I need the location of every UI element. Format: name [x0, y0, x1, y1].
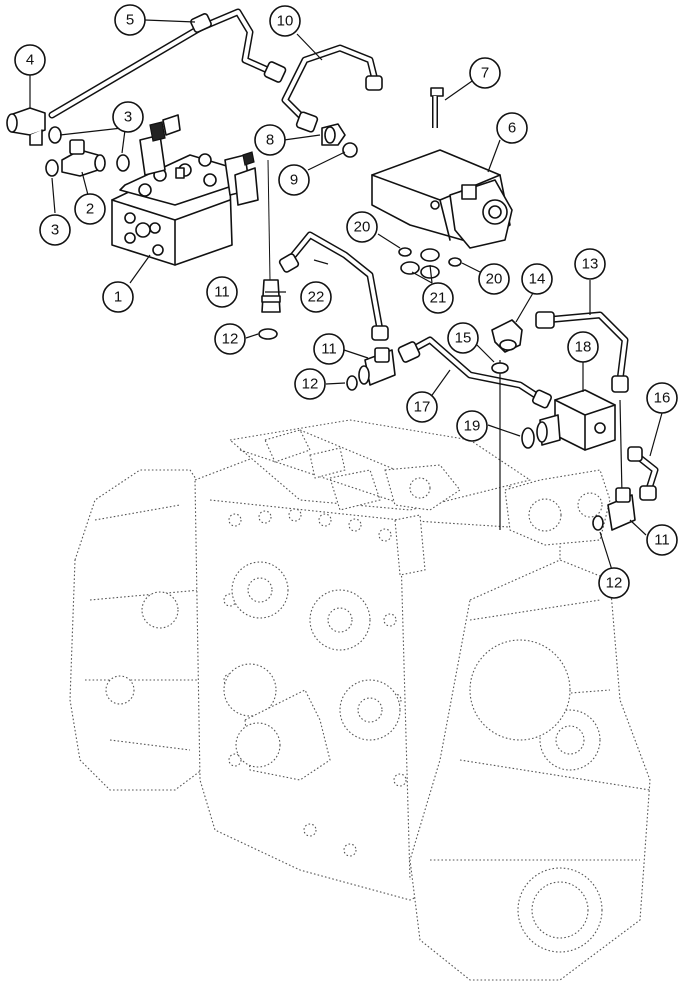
callout-22: 22 — [300, 281, 332, 313]
callout-19: 19 — [456, 410, 488, 442]
svg-text:21: 21 — [430, 290, 447, 307]
o-ring-12a — [258, 328, 278, 340]
callout-10: 10 — [269, 5, 301, 37]
svg-text:6: 6 — [508, 120, 516, 137]
svg-text:5: 5 — [126, 12, 134, 29]
fitting-8 — [321, 123, 346, 146]
svg-text:20: 20 — [486, 271, 503, 288]
tube-10 — [281, 44, 383, 133]
tube-22 — [278, 231, 389, 341]
tee-fitting-2 — [61, 139, 106, 177]
callout-9: 9 — [278, 164, 310, 196]
callout-12-right: 12 — [598, 567, 630, 599]
o-ring-21b — [420, 248, 440, 262]
callout-11-right: 11 — [646, 524, 678, 556]
svg-text:15: 15 — [455, 330, 472, 347]
o-ring-15 — [491, 362, 509, 374]
elbow-14 — [491, 319, 523, 530]
callout-21: 21 — [422, 282, 454, 314]
valve-block-6 — [371, 149, 513, 249]
callout-7: 7 — [469, 57, 501, 89]
fitting-11a — [261, 159, 281, 313]
o-ring-12b — [346, 375, 358, 391]
callout-16: 16 — [646, 382, 678, 414]
o-ring-20a — [398, 247, 412, 257]
callout-20-left: 20 — [346, 211, 378, 243]
svg-text:8: 8 — [266, 132, 274, 149]
svg-text:4: 4 — [26, 52, 34, 69]
fitting-11c — [607, 487, 636, 531]
svg-text:16: 16 — [654, 390, 671, 407]
svg-text:3: 3 — [51, 222, 59, 239]
callout-1: 1 — [102, 281, 134, 313]
callout-3-top: 3 — [112, 101, 144, 133]
svg-text:14: 14 — [529, 271, 546, 288]
callout-8: 8 — [254, 124, 286, 156]
callout-18: 18 — [567, 331, 599, 363]
svg-text:9: 9 — [290, 172, 298, 189]
svg-text:11: 11 — [214, 284, 230, 301]
svg-text:19: 19 — [464, 418, 481, 435]
tube-16 — [627, 446, 659, 501]
tube-13 — [535, 311, 629, 496]
callout-5: 5 — [114, 4, 146, 36]
callout-3-left: 3 — [39, 214, 71, 246]
tube-17 — [397, 336, 553, 409]
o-ring-21a — [400, 261, 420, 275]
callout-17: 17 — [406, 391, 438, 423]
o-ring-3a — [45, 159, 59, 177]
svg-text:11: 11 — [654, 532, 670, 549]
control-valve — [111, 114, 259, 266]
callout-14: 14 — [521, 263, 553, 295]
o-ring-9 — [342, 142, 358, 158]
fitting-11b — [358, 347, 396, 386]
svg-text:13: 13 — [582, 256, 599, 273]
callout-15: 15 — [447, 322, 479, 354]
svg-text:20: 20 — [354, 219, 371, 236]
callout-13: 13 — [574, 248, 606, 280]
svg-text:12: 12 — [606, 575, 623, 592]
case-bolts — [223, 508, 407, 857]
svg-text:17: 17 — [414, 399, 431, 416]
callout-6: 6 — [496, 112, 528, 144]
svg-text:1: 1 — [114, 289, 122, 306]
svg-text:12: 12 — [222, 331, 239, 348]
svg-text:18: 18 — [575, 339, 592, 356]
svg-text:12: 12 — [302, 376, 319, 393]
svg-text:10: 10 — [277, 13, 294, 30]
callout-11-left: 11 — [206, 276, 238, 308]
callout-11-mid: 11 — [313, 333, 345, 365]
callout-4: 4 — [14, 44, 46, 76]
o-ring-20b — [448, 257, 462, 267]
callout-bubbles: 1 2 3 3 4 5 6 7 8 9 10 11 11 11 12 12 12… — [14, 4, 678, 599]
svg-text:7: 7 — [481, 65, 489, 82]
bolt-7 — [430, 87, 444, 128]
svg-text:22: 22 — [308, 289, 325, 306]
o-ring-19 — [521, 427, 535, 449]
leader-lines — [29, 19, 663, 571]
callout-12-left: 12 — [214, 323, 246, 355]
svg-text:11: 11 — [321, 341, 337, 358]
o-ring-12c — [592, 515, 604, 531]
tube-5 — [48, 8, 287, 119]
o-ring-3c — [116, 154, 130, 172]
svg-text:2: 2 — [86, 201, 94, 218]
svg-text:3: 3 — [124, 109, 132, 126]
valve-18 — [536, 389, 616, 451]
callout-12-mid: 12 — [294, 368, 326, 400]
callout-2: 2 — [74, 193, 106, 225]
o-ring-3b — [48, 126, 62, 144]
transmission-housing — [69, 419, 651, 981]
elbow-fitting-4 — [6, 107, 46, 146]
callout-20-right: 20 — [478, 263, 510, 295]
